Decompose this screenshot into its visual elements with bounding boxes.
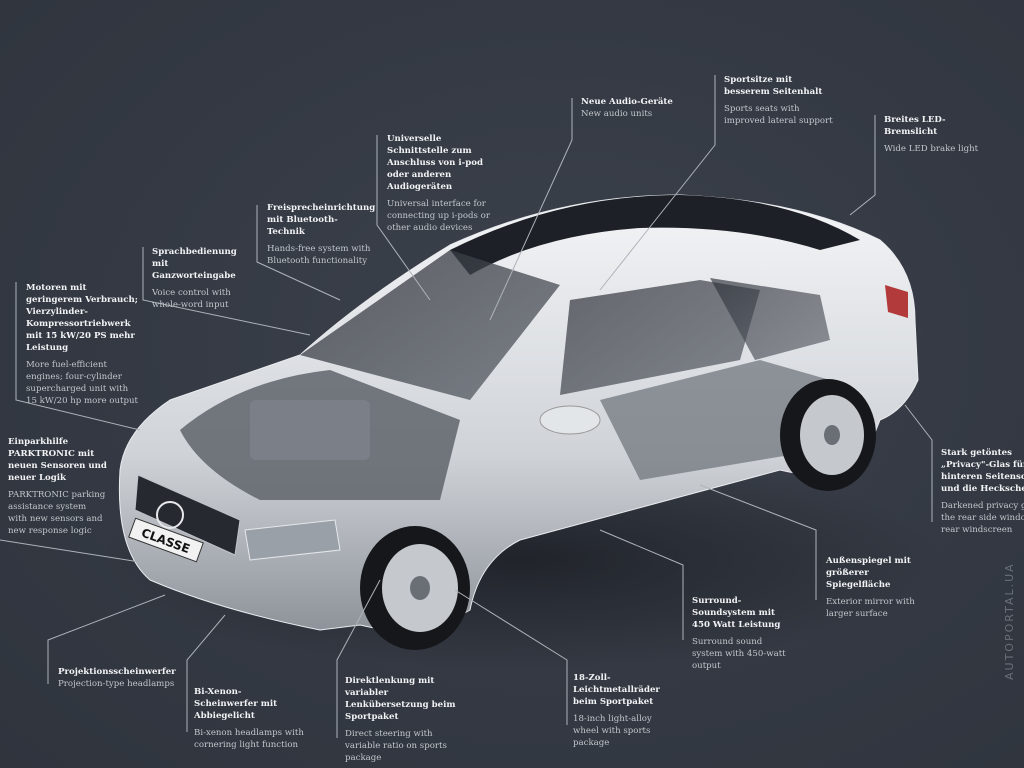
sunroof	[450, 195, 860, 275]
rear-mechanics	[600, 360, 830, 480]
callout-title: Universelle Schnittstelle zum Anschluss …	[387, 134, 483, 192]
callout-title: Freisprecheinrichtung mit Bluetooth-Tech…	[267, 203, 376, 237]
leader-projection	[47, 594, 166, 684]
leader-interface	[376, 135, 431, 301]
leader-voice	[142, 247, 311, 336]
leader-bixenon	[186, 614, 226, 732]
callout-text: Universal interface for connecting up i-…	[387, 199, 490, 233]
callout-title: Breites LED-Bremslicht	[884, 115, 946, 137]
callout-text: Voice control with whole-word input	[152, 288, 231, 310]
callout-text: Exterior mirror with larger surface	[826, 597, 915, 619]
callout-text: Darkened privacy glass for the rear side…	[941, 501, 1024, 535]
grille	[134, 474, 241, 556]
callout-title: Projektionsscheinwerfer	[58, 667, 176, 677]
callout-title: Neue Audio-Geräte	[581, 97, 673, 107]
callout-title: Motoren mit geringerem Verbrauch; Vierzy…	[26, 283, 138, 353]
callout-surround: Surround-Soundsystem mit 450 Watt Leistu…	[692, 595, 792, 672]
callout-text: Wide LED brake light	[884, 144, 979, 154]
callout-text: New audio units	[581, 109, 653, 119]
leader-surround	[599, 529, 684, 640]
engine-block	[250, 400, 370, 460]
callout-text: Surround sound system with 450-watt outp…	[692, 637, 786, 671]
side-window	[560, 280, 760, 395]
callout-engine: Motoren mit geringerem Verbrauch; Vierzy…	[26, 282, 141, 407]
callout-seats: Sportsitze mit besserem Seitenhalt Sport…	[724, 74, 839, 127]
windscreen	[300, 250, 560, 400]
callout-text: Bi-xenon headlamps with cornering light …	[194, 728, 304, 750]
callout-audio: Neue Audio-Geräte New audio units	[581, 96, 681, 120]
callout-voice: Sprachbedienung mit Ganzworteingabe Voic…	[152, 246, 252, 311]
callout-title: Stark getöntes „Privacy"-Glas für die hi…	[941, 448, 1024, 494]
leader-brakelight	[849, 115, 876, 216]
callout-text: More fuel-efficient engines; four-cylind…	[26, 360, 138, 406]
callout-text: Direct steering with variable ratio on s…	[345, 729, 447, 763]
callout-projection: Projektionsscheinwerfer Projection-type …	[58, 666, 178, 690]
callout-title: 18-Zoll-Leichtmetallräder beim Sportpake…	[573, 673, 660, 707]
callout-title: Außenspiegel mit größerer Spiegelfläche	[826, 556, 911, 590]
callout-parktronic: Einparkhilfe PARKTRONIC mit neuen Sensor…	[8, 436, 108, 537]
leader-lines	[0, 75, 933, 738]
callout-brakelight: Breites LED-Bremslicht Wide LED brake li…	[884, 114, 994, 155]
callout-steering: Direktlenkung mit variabler Lenkübersetz…	[345, 675, 457, 764]
callout-title: Sprachbedienung mit Ganzworteingabe	[152, 247, 237, 281]
callout-interface: Universelle Schnittstelle zum Anschluss …	[387, 133, 505, 234]
headlamp	[244, 519, 341, 561]
leader-seats	[599, 75, 716, 291]
callout-bixenon: Bi-Xenon-Scheinwerfer mit Abbiegelicht B…	[194, 686, 304, 751]
leader-steering	[336, 579, 381, 738]
front-wheel	[360, 526, 470, 650]
callout-mirror: Außenspiegel mit größerer Spiegelfläche …	[826, 555, 926, 620]
callout-title: Sportsitze mit besserem Seitenhalt	[724, 75, 823, 97]
callout-text: Projection-type headlamps	[58, 679, 175, 689]
leader-engine	[15, 282, 141, 431]
leader-bluetooth	[256, 205, 341, 301]
callout-title: Surround-Soundsystem mit 450 Watt Leistu…	[692, 596, 781, 630]
leader-audio	[489, 98, 573, 321]
leader-wheels	[454, 589, 568, 725]
callout-wheels: 18-Zoll-Leichtmetallräder beim Sportpake…	[573, 672, 678, 749]
callout-text: Hands-free system with Bluetooth functio…	[267, 244, 371, 266]
callout-bluetooth: Freisprecheinrichtung mit Bluetooth-Tech…	[267, 202, 376, 267]
rear-wheel	[780, 379, 876, 491]
leader-privacy	[904, 404, 933, 522]
leader-parktronic	[0, 539, 141, 563]
watermark: AUTOPORTAL.UA	[1003, 562, 1016, 680]
mercedes-star	[156, 501, 184, 529]
callout-title: Direktlenkung mit variabler Lenkübersetz…	[345, 676, 456, 722]
callout-privacy: Stark getöntes „Privacy"-Glas für die hi…	[941, 447, 1024, 536]
rear-window	[710, 278, 830, 360]
leader-mirror	[699, 484, 817, 600]
callout-text: PARKTRONIC parking assistance system wit…	[8, 490, 106, 536]
exterior-mirror	[539, 405, 601, 435]
callout-text: Sports seats with improved lateral suppo…	[724, 104, 833, 126]
callout-title: Bi-Xenon-Scheinwerfer mit Abbiegelicht	[194, 687, 278, 721]
callout-text: 18-inch light-alloy wheel with sports pa…	[573, 714, 652, 748]
callout-title: Einparkhilfe PARKTRONIC mit neuen Sensor…	[8, 437, 107, 483]
rear-light	[885, 285, 908, 318]
